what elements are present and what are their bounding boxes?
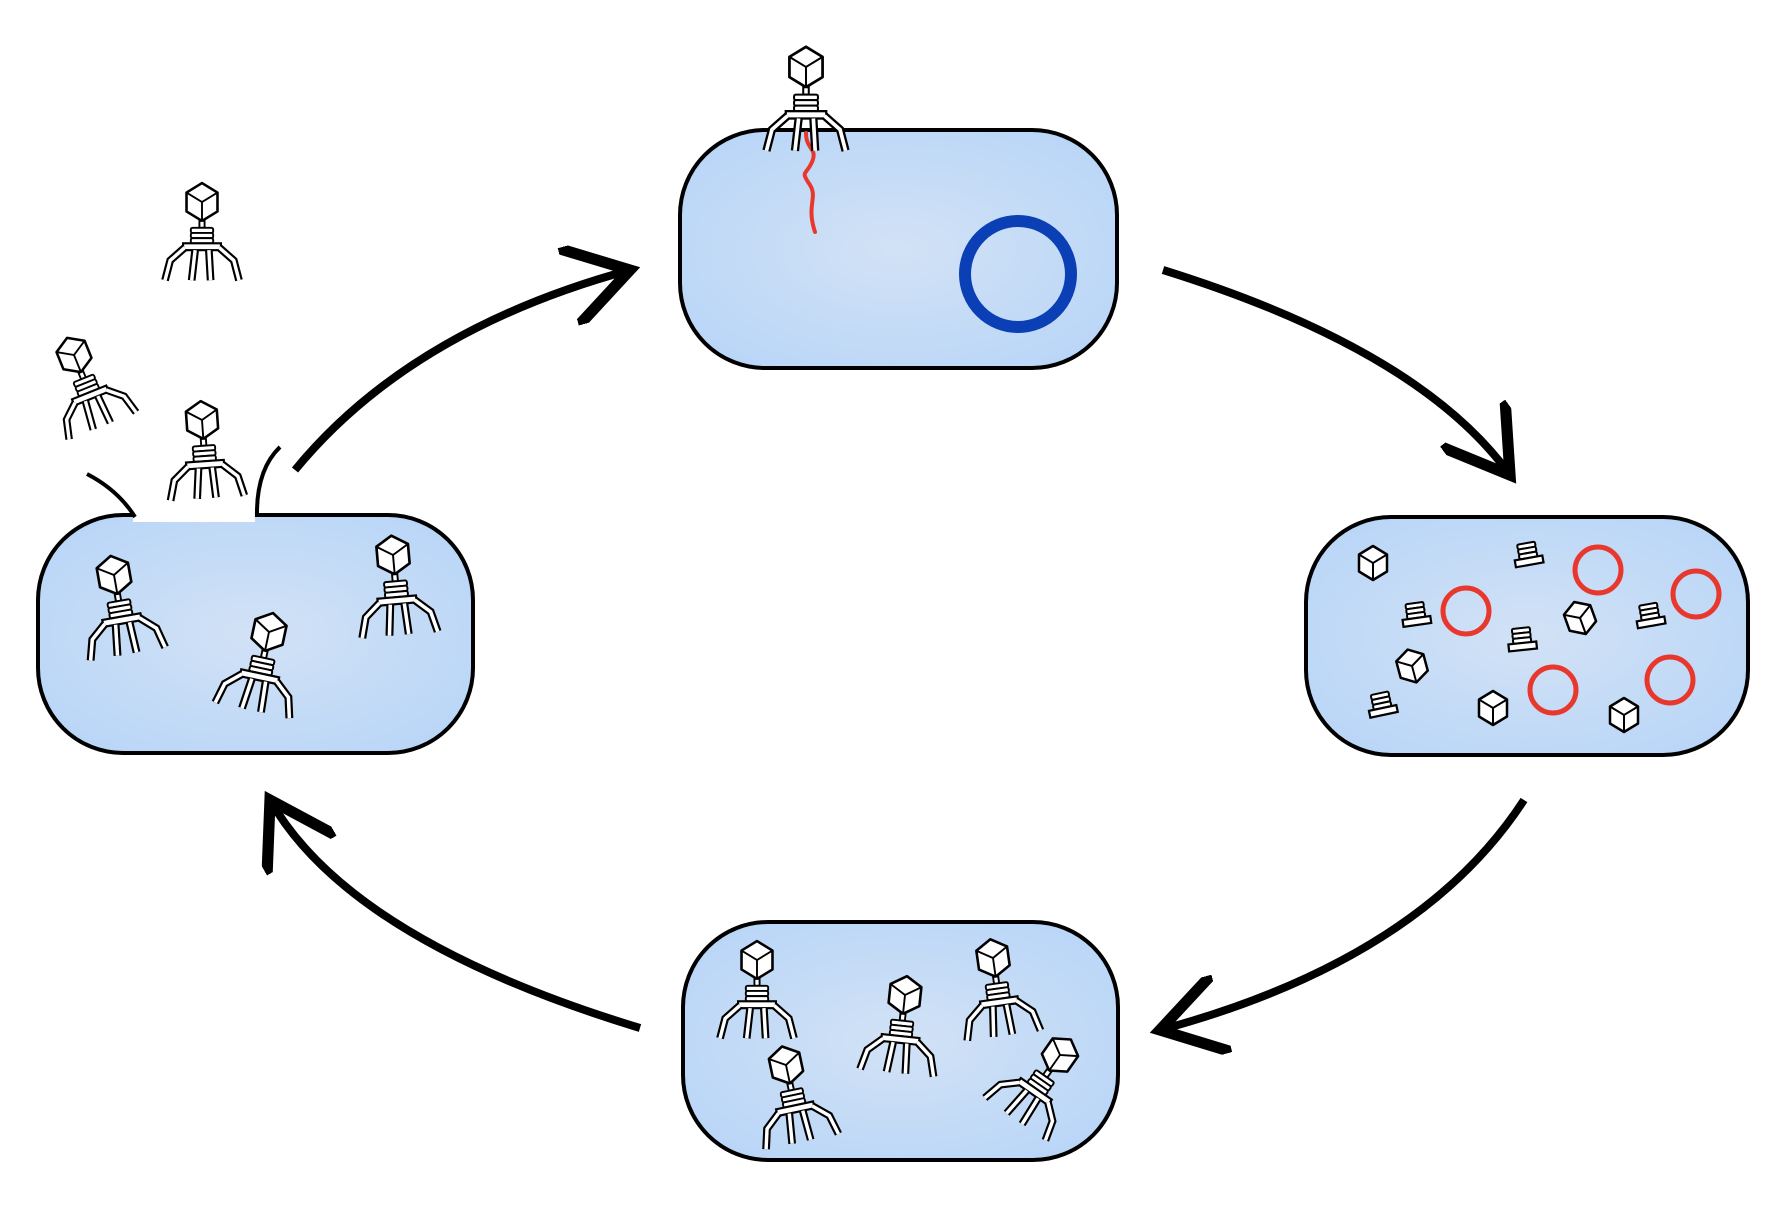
membrane-flap xyxy=(86,472,137,519)
viral-dna-circle xyxy=(1670,568,1722,620)
cycle-arrows xyxy=(270,266,1528,1032)
phage-head-icon xyxy=(1357,544,1389,582)
arrow-assembly-to-lysis xyxy=(270,800,642,1032)
stage-attachment xyxy=(678,47,1119,370)
stage-replication xyxy=(1304,515,1750,757)
released-phage-icon xyxy=(164,399,245,501)
phage-head-icon xyxy=(1477,689,1509,727)
membrane-rupture xyxy=(133,508,255,522)
stage-assembly xyxy=(681,920,1120,1162)
viral-dna-circle xyxy=(1440,585,1492,637)
arrow-lysis-to-attachment xyxy=(291,270,630,473)
stage-lysis xyxy=(34,183,475,755)
viral-dna-circle xyxy=(1527,664,1579,716)
viral-dna-circle xyxy=(1572,544,1624,596)
arrow-replication-to-assembly xyxy=(1160,797,1528,1030)
viral-dna-circle xyxy=(1644,654,1696,706)
released-phage-icon xyxy=(165,183,239,280)
arrow-attachment-to-replication xyxy=(1161,266,1510,475)
released-phage-icon xyxy=(34,324,137,439)
bacterial-cell xyxy=(678,128,1119,370)
phage-head-icon xyxy=(1608,696,1640,734)
viral-dna-circles xyxy=(1440,544,1722,716)
bacterial-chromosome xyxy=(959,215,1077,333)
membrane-flap xyxy=(254,445,282,518)
